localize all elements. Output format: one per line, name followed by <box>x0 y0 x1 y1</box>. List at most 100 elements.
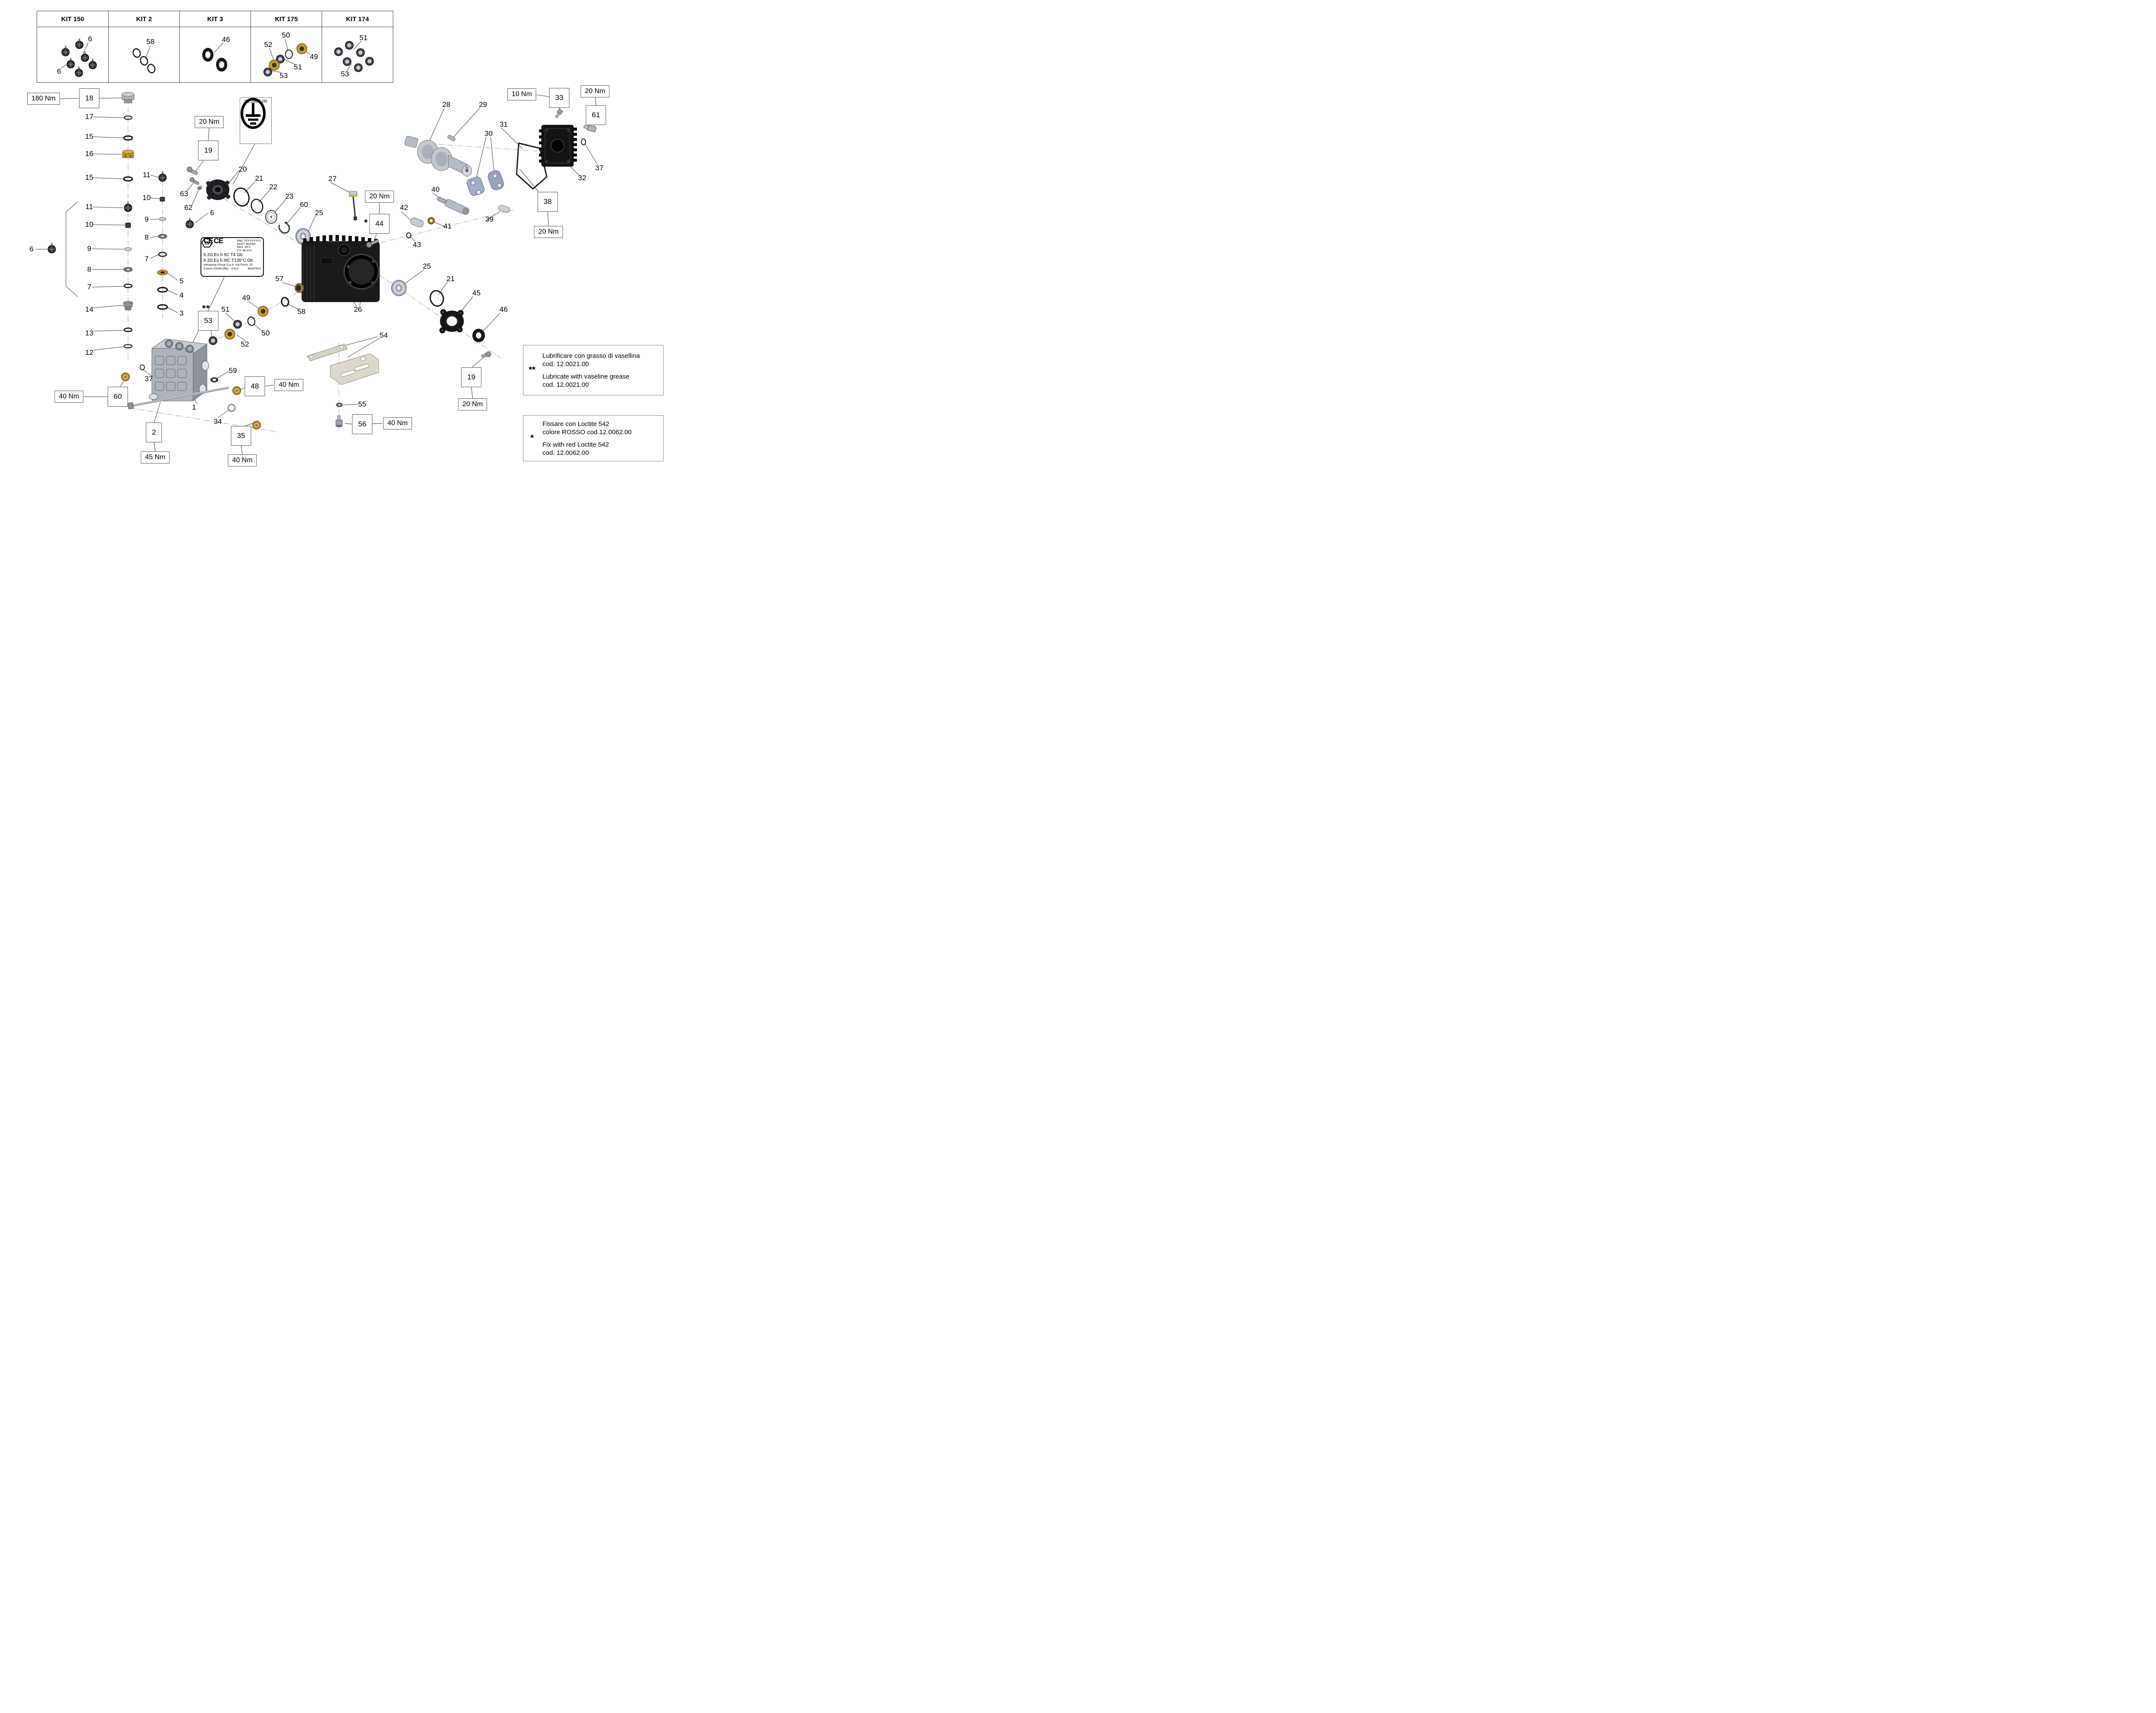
oring-50 <box>247 316 256 326</box>
middle-valve-stack <box>157 166 202 310</box>
rear-cover-32 <box>539 125 577 167</box>
oring-15a <box>123 135 133 141</box>
svg-text:Ex: Ex <box>205 241 210 246</box>
washer-41 <box>427 217 435 225</box>
part-ref: 45 <box>472 289 481 297</box>
part-ref: 60 <box>300 200 308 209</box>
nut-62 <box>197 186 202 190</box>
part-ref-box: 60 <box>107 387 128 407</box>
part-ref-box: 19 <box>198 141 219 160</box>
screw-44 <box>366 239 379 248</box>
part-ref-box: 44 <box>369 214 390 234</box>
torque-label: 20 Nm <box>580 85 610 97</box>
kit-column-175: KIT 175 <box>251 11 322 82</box>
oring-43 <box>406 232 411 238</box>
part-ref: 27 <box>328 175 337 183</box>
note-en-line1: Fix with red Loctite 542 <box>542 441 609 448</box>
torque-label: 45 Nm <box>141 451 170 463</box>
bushing-57 <box>295 283 304 293</box>
part-ref: 51 <box>359 34 368 42</box>
part-ref: 34 <box>213 417 222 426</box>
part-ref: 51 <box>294 63 302 71</box>
note-en-line2: cod. 12.0062.00 <box>542 449 589 457</box>
ce-mark-2: CE <box>213 237 224 245</box>
ce-atex-label: CE CE Ex Matr. XXXXXXXXX INLET WATER MAX… <box>201 237 264 277</box>
oring-13 <box>123 327 133 332</box>
spring-10 <box>125 222 131 228</box>
part-ref-box: 38 <box>537 192 558 212</box>
gasket-31 <box>516 142 548 190</box>
washer-9 <box>124 247 132 251</box>
diagram-canvas <box>35 38 598 455</box>
kit-column-2: KIT 2 <box>108 11 179 82</box>
part-ref: 8 <box>87 265 91 273</box>
washer-55 <box>336 403 343 407</box>
note-loctite: * Fissare con Loctite 542 colore ROSSO c… <box>523 415 664 461</box>
ce-max-temp: MAX. 40°C <box>237 246 251 249</box>
part-ref: 25 <box>423 262 431 270</box>
brass-seat-5 <box>157 269 168 276</box>
part-ref: 46 <box>499 305 508 313</box>
part-ref: 40 <box>431 185 440 194</box>
oring-22 <box>251 199 263 213</box>
crankcase-26 <box>301 235 380 302</box>
kit-column-3: KIT 3 <box>179 11 251 82</box>
part-ref: 6 <box>88 35 92 43</box>
part-ref: 55 <box>358 400 367 408</box>
oring-58 <box>281 297 289 307</box>
part-ref-box: 2 <box>146 423 162 442</box>
plug-48 <box>232 386 241 395</box>
part-ref: 43 <box>413 241 421 249</box>
oring-21 <box>233 187 250 207</box>
oil-seal-46 <box>472 329 485 342</box>
valve-6 <box>185 217 194 229</box>
part-ref: 41 <box>443 222 452 230</box>
bearing-support-30 <box>467 170 504 196</box>
torque-label: 20 Nm <box>534 226 563 238</box>
pin-39 <box>498 205 510 213</box>
part-ref: 42 <box>400 204 408 212</box>
part-ref: 54 <box>379 331 388 339</box>
flange-45 <box>439 309 464 333</box>
part-ref: 51 <box>221 305 230 313</box>
circlip-60 <box>278 222 290 234</box>
spring-10 <box>160 197 165 202</box>
note-marker: * <box>364 218 368 228</box>
brass-flange-52 <box>224 329 235 340</box>
part-ref: 59 <box>229 366 237 375</box>
kit-title: KIT 175 <box>251 11 322 27</box>
oil-dipstick-27 <box>349 191 357 220</box>
kit-title: KIT 150 <box>37 11 108 27</box>
oring-17 <box>123 115 133 120</box>
ce-serial: Matr. XXXXXXXXX <box>237 239 261 242</box>
flange-cover-20 <box>206 179 230 200</box>
part-ref: 8 <box>144 233 149 241</box>
kit-table: KIT 150 KIT 2 KIT 3 KIT 175 KIT 174 <box>37 11 393 83</box>
torque-label: 20 Nm <box>458 398 487 410</box>
kit-title: KIT 3 <box>180 11 251 27</box>
torque-label: 10 Nm <box>507 88 536 100</box>
valve-cap-18 <box>122 92 135 103</box>
kit175-seals <box>263 43 307 76</box>
part-ref: 26 <box>354 305 362 313</box>
part-ref: 5 <box>179 277 184 285</box>
plug-60 <box>121 372 130 382</box>
part-ref: 1 <box>192 403 196 411</box>
note-symbol: * <box>530 433 534 443</box>
kit2-orings <box>132 48 156 74</box>
kit-title: KIT 2 <box>109 11 179 27</box>
part-ref-box: 18 <box>79 88 100 108</box>
note-symbol: ** <box>529 365 536 375</box>
oring-21r <box>429 290 444 307</box>
part-ref-box: 35 <box>231 426 251 446</box>
ce-address2: S.Ilario 42049 (RE) - ITALY <box>204 267 239 270</box>
part-ref: 10 <box>142 194 151 202</box>
atex-marking-dust: II 2D Ex h IIIC T135°C Db <box>204 258 253 263</box>
oring-3 <box>157 304 168 310</box>
brass-seal-49 <box>257 306 269 317</box>
note-lubricate: ** Lubrificare con grasso di vasellina c… <box>523 345 664 395</box>
note-en-line2: cod. 12.0021.00 <box>542 381 589 388</box>
ce-inlet: INLET WATER <box>237 242 256 246</box>
oring-7 <box>158 252 167 257</box>
part-ref: 49 <box>310 53 318 61</box>
